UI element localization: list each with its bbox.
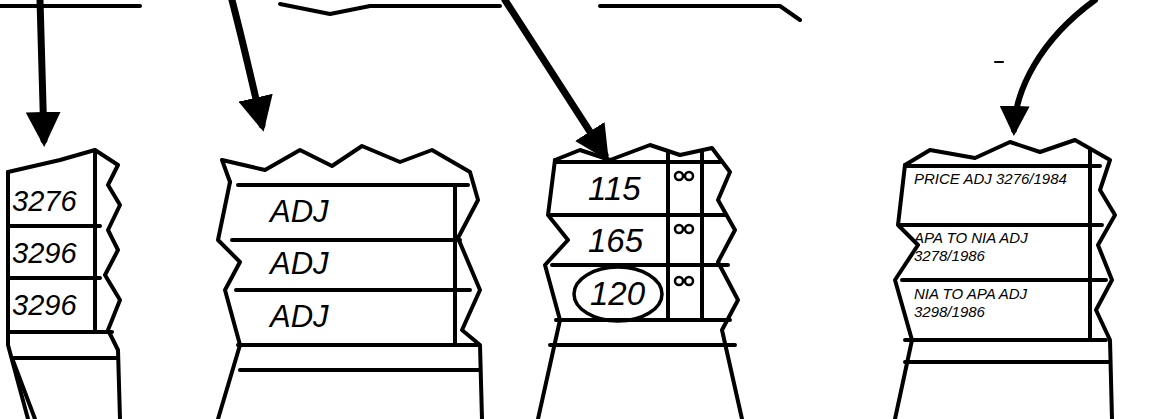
table-cell: 3276 [12, 183, 92, 219]
table-cell: 115 [588, 170, 660, 208]
table-cell: ADJ [270, 298, 430, 336]
table-cell: 3296 [12, 287, 92, 323]
table-cell: 165 [588, 222, 660, 260]
table-cell: ADJ [270, 193, 430, 231]
table-cell: 3296 [12, 235, 92, 271]
table-cell: PRICE ADJ 3276/1984 [914, 170, 1086, 188]
table-cell: ADJ [270, 245, 430, 283]
table-cell: 120 [590, 275, 660, 313]
table-cell: APA TO NIA ADJ 3278/1986 [914, 229, 1086, 265]
table-cell: NIA TO APA ADJ 3298/1986 [914, 285, 1086, 321]
